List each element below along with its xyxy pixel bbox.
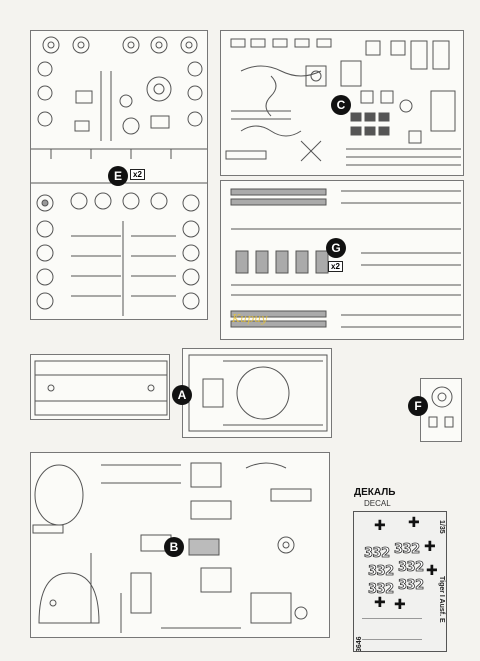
sprue-a-frame bbox=[182, 348, 332, 438]
sprue-a-badge: A bbox=[172, 385, 192, 405]
sprue-c-parts bbox=[225, 38, 461, 166]
sprue-b-parts bbox=[32, 462, 312, 633]
balkenkreuz-icon: ✚ bbox=[426, 563, 438, 579]
decal-model-name: Tiger I Ausf. E bbox=[438, 576, 445, 623]
sprue-e-parts bbox=[31, 36, 207, 316]
sprue-e-badge: E bbox=[108, 166, 128, 186]
decal-number: 332 bbox=[394, 542, 421, 558]
decal-number: 332 bbox=[398, 578, 425, 594]
decal-number: 332 bbox=[368, 564, 395, 580]
decal-article: 3646 bbox=[356, 636, 363, 652]
sprue-f-badge: F bbox=[408, 396, 428, 416]
sprue-b-frame bbox=[30, 452, 330, 638]
sprue-g-multiplier: x2 bbox=[328, 261, 343, 272]
watermark-text: Kupuy bbox=[232, 312, 268, 325]
hull-lower-parts bbox=[34, 360, 168, 416]
balkenkreuz-icon: ✚ bbox=[374, 518, 386, 534]
sprue-g-frame bbox=[220, 180, 464, 340]
decal-number: 332 bbox=[368, 582, 395, 598]
sprue-b-badge: B bbox=[164, 537, 184, 557]
decal-number: 332 bbox=[364, 546, 391, 562]
decal-sheet: ✚ ✚ ✚ ✚ 332 332 332 332 332 332 ✚ ✚ 1/35… bbox=[353, 511, 447, 652]
sprue-c-badge: C bbox=[331, 95, 351, 115]
decal-number: 332 bbox=[398, 560, 425, 576]
sprue-e-multiplier: x2 bbox=[130, 169, 145, 180]
sprue-g-badge: G bbox=[326, 238, 346, 258]
decal-title: ДЕКАЛЬ bbox=[354, 487, 396, 498]
hull-lower-frame bbox=[30, 354, 170, 420]
sprue-a-parts bbox=[188, 354, 328, 432]
balkenkreuz-icon: ✚ bbox=[408, 515, 420, 531]
sprue-e-frame bbox=[30, 30, 208, 320]
decal-scale: 1/35 bbox=[438, 520, 445, 534]
balkenkreuz-icon: ✚ bbox=[424, 539, 436, 555]
balkenkreuz-icon: ✚ bbox=[394, 597, 406, 613]
decal-subtitle: DECAL bbox=[364, 499, 391, 508]
sprue-f-parts bbox=[428, 386, 454, 428]
sprue-g-parts bbox=[230, 188, 461, 328]
decal-small-markings bbox=[362, 618, 422, 640]
balkenkreuz-icon: ✚ bbox=[374, 595, 386, 611]
